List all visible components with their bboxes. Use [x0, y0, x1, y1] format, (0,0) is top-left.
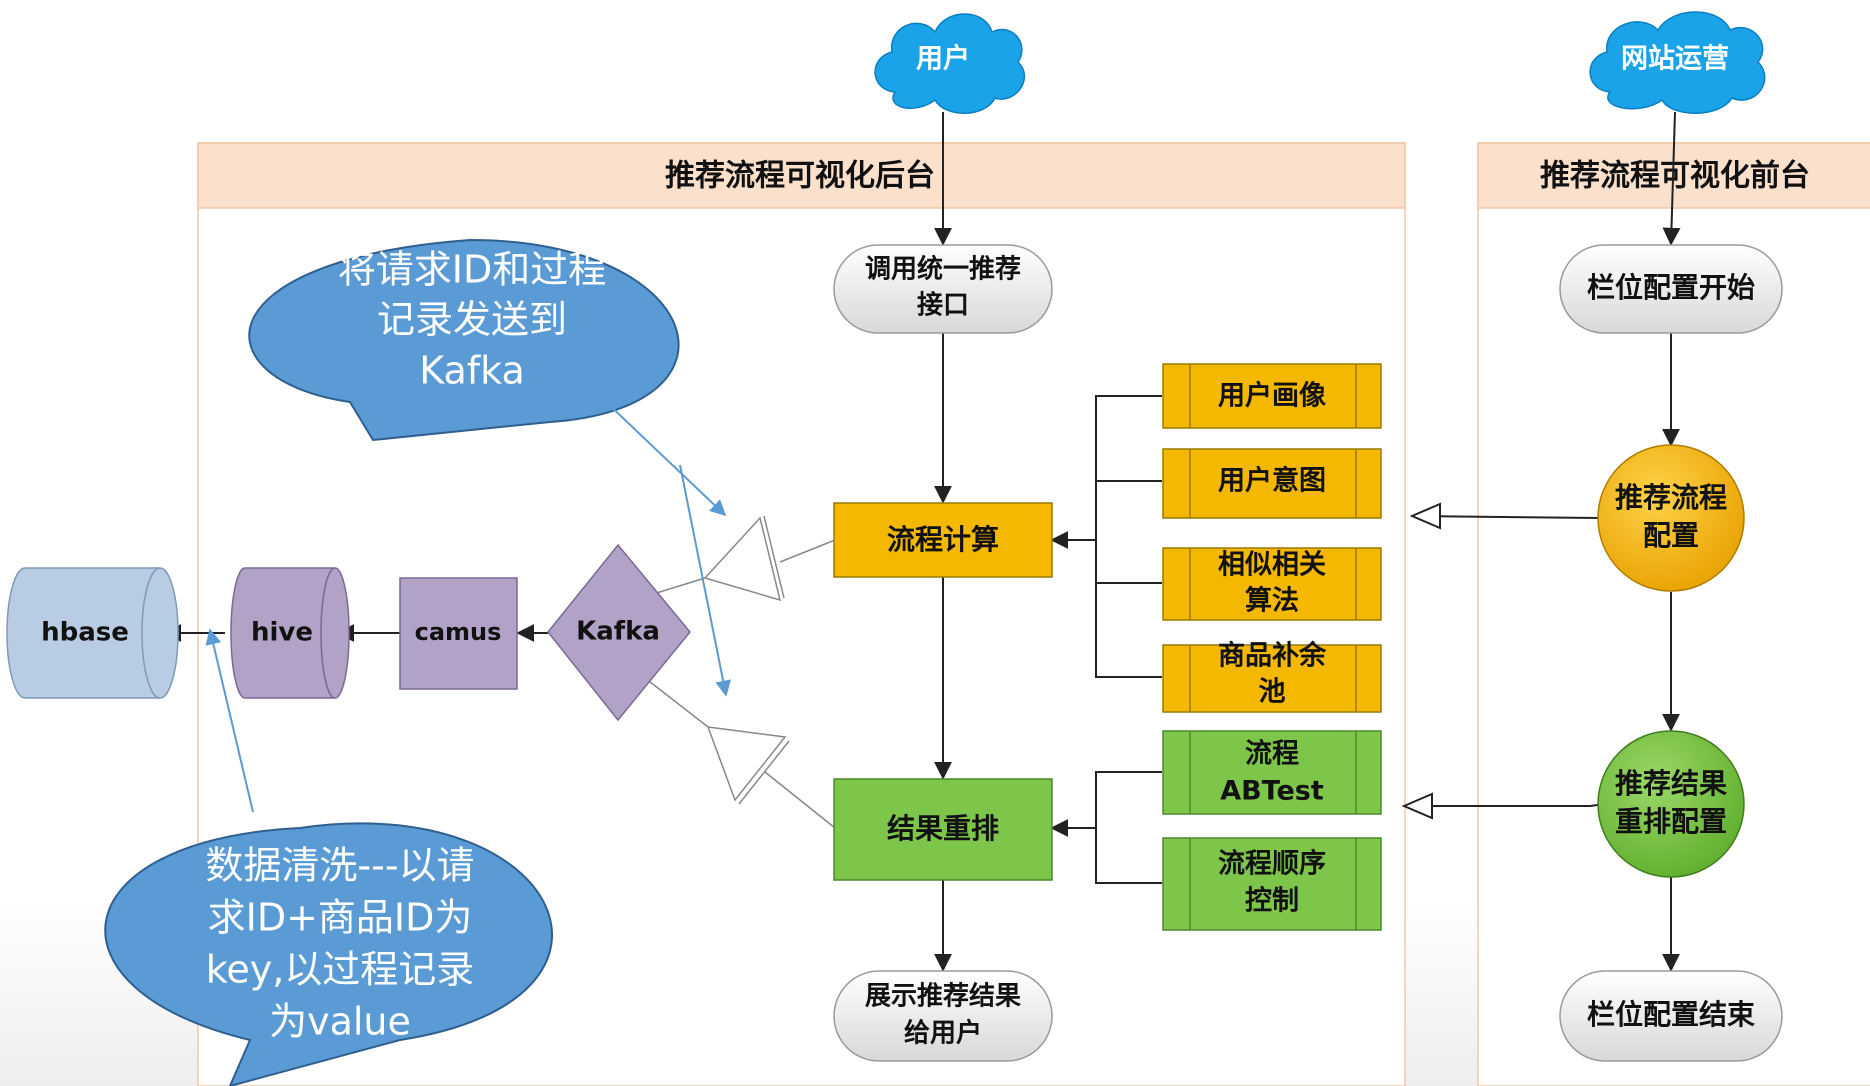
result-label-1: 展示推荐结果 [865, 982, 1021, 1012]
entry-label-2: 接口 [917, 291, 969, 321]
user-label: 用户 [916, 43, 970, 75]
entry-label-1: 调用统一推荐 [865, 254, 1021, 285]
source-similar: 相似相关 算法 [1162, 547, 1382, 621]
user-cloud: 用户 [874, 13, 1026, 114]
intent-label: 用户意图 [1218, 465, 1326, 497]
frontend-lane-title: 推荐流程可视化前台 [1540, 159, 1810, 194]
operator-label: 网站运营 [1621, 44, 1729, 75]
rerank-config-node: 推荐结果 重排配置 [1597, 730, 1745, 878]
rerank-label: 结果重排 [887, 812, 999, 845]
abtest-label-1: 流程 [1245, 739, 1299, 770]
order-label-1: 流程顺序 [1218, 848, 1326, 880]
compute-label: 流程计算 [887, 523, 999, 556]
operator-cloud: 网站运营 [1589, 11, 1766, 114]
frontend-start-label: 栏位配置开始 [1587, 271, 1755, 304]
fallback-label-2: 池 [1259, 677, 1286, 708]
clean-note-line-3: key,以过程记录 [206, 948, 475, 992]
frontend-end-label: 栏位配置结束 [1587, 998, 1755, 1031]
result-label-2: 给用户 [904, 1018, 982, 1049]
flow-config-label-2: 配置 [1643, 519, 1699, 552]
clean-note-line-2: 求ID+商品ID为 [208, 896, 473, 940]
portrait-label: 用户画像 [1218, 380, 1326, 412]
flow-config-label-1: 推荐流程 [1615, 481, 1727, 514]
similar-label-1: 相似相关 [1218, 550, 1326, 581]
rerank-config-label-2: 重排配置 [1615, 805, 1727, 838]
hive-node: hive [230, 567, 350, 699]
camus-node: camus [399, 577, 518, 690]
kafka-link-rerank [644, 677, 836, 829]
kafka-note-line-1: 将请求ID和过程 [338, 248, 606, 292]
kafka-node: Kafka [547, 543, 691, 722]
source-order: 流程顺序 控制 [1162, 837, 1382, 931]
fallback-label-1: 商品补余 [1218, 640, 1327, 672]
source-abtest: 流程 ABTest [1162, 730, 1382, 815]
kafka-link-compute [649, 515, 836, 602]
rerank-node: 结果重排 [833, 778, 1053, 881]
clean-callout: 数据清洗---以请 求ID+商品ID为 key,以过程记录 为value [104, 822, 553, 1086]
source-fallback: 商品补余 池 [1162, 640, 1382, 713]
source-portrait: 用户画像 [1162, 363, 1382, 429]
hbase-node: hbase [6, 567, 179, 699]
frontend-start-node: 栏位配置开始 [1559, 244, 1783, 334]
hbase-label: hbase [41, 618, 129, 648]
compute-node: 流程计算 [833, 502, 1053, 578]
clean-note-line-1: 数据清洗---以请 [205, 844, 474, 888]
source-intent: 用户意图 [1162, 448, 1382, 519]
rerank-config-label-1: 推荐结果 [1615, 767, 1727, 800]
frontend-end-node: 栏位配置结束 [1559, 970, 1783, 1062]
kafka-note-line-2: 记录发送到 [377, 298, 567, 342]
kafka-note-line-3: Kafka [419, 349, 525, 393]
abtest-label-2: ABTest [1220, 776, 1324, 807]
order-label-2: 控制 [1245, 886, 1299, 917]
clean-note-line-4: 为value [269, 1000, 411, 1044]
entry-node: 调用统一推荐 接口 [833, 244, 1053, 334]
hive-label: hive [251, 618, 313, 648]
backend-lane-title: 推荐流程可视化后台 [665, 159, 935, 194]
kafka-label: Kafka [576, 617, 660, 647]
kafka-callout: 将请求ID和过程 记录发送到 Kafka [248, 238, 680, 442]
flow-config-node: 推荐流程 配置 [1597, 444, 1745, 592]
camus-label: camus [415, 618, 502, 646]
similar-label-2: 算法 [1245, 585, 1299, 617]
callout-pointers [205, 399, 732, 813]
result-node: 展示推荐结果 给用户 [833, 970, 1053, 1062]
